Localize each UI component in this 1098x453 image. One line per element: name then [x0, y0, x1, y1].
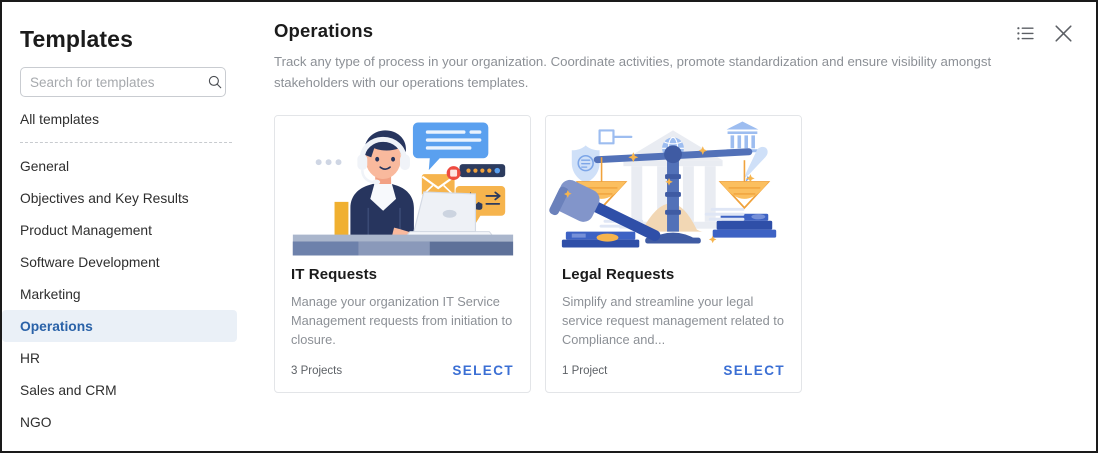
card-footer: 1 Project SELECT — [546, 363, 801, 392]
select-button[interactable]: SELECT — [723, 363, 785, 378]
header-actions — [1014, 22, 1074, 44]
template-card[interactable]: Legal Requests Simplify and streamline y… — [545, 115, 802, 393]
card-title: IT Requests — [291, 266, 378, 283]
template-card[interactable]: IT Requests Manage your organization IT … — [274, 115, 531, 393]
page-title: Templates — [20, 26, 133, 52]
card-body: IT Requests Manage your organization IT … — [275, 256, 530, 363]
sidebar-item-sales-and-crm[interactable]: Sales and CRM — [20, 382, 117, 398]
sidebar-item-objectives-and-key-results[interactable]: Objectives and Key Results — [20, 190, 189, 206]
sidebar-item-all-templates[interactable]: All templates — [20, 111, 99, 127]
project-count: 1 Project — [562, 364, 608, 377]
template-card-list: IT Requests Manage your organization IT … — [274, 115, 1074, 393]
legal-scales-illustration — [546, 116, 801, 256]
main-panel: Operations Track any type of process in … — [250, 2, 1096, 451]
sidebar-item-software-development[interactable]: Software Development — [20, 254, 160, 270]
sidebar-item-operations[interactable]: Operations — [2, 310, 237, 342]
nav-divider — [20, 142, 232, 143]
select-button[interactable]: SELECT — [452, 363, 514, 378]
section-description: Track any type of process in your organi… — [274, 54, 992, 90]
sidebar-item-marketing[interactable]: Marketing — [20, 286, 81, 302]
sidebar-item-hr[interactable]: HR — [20, 350, 40, 366]
card-description: Manage your organization IT Service Mana… — [291, 294, 513, 347]
sidebar-item-product-management[interactable]: Product Management — [20, 222, 152, 238]
main-header: Operations Track any type of process in … — [274, 20, 1074, 93]
sidebar-item-ngo[interactable]: NGO — [20, 414, 52, 430]
card-footer: 3 Projects SELECT — [275, 363, 530, 392]
close-button[interactable] — [1052, 22, 1074, 44]
project-count: 3 Projects — [291, 364, 343, 377]
list-view-button[interactable] — [1014, 22, 1036, 44]
close-icon — [1054, 24, 1072, 42]
card-title: Legal Requests — [562, 266, 675, 283]
support-agent-illustration — [275, 116, 530, 256]
search-input[interactable] — [30, 74, 207, 90]
sidebar-item-general[interactable]: General — [20, 158, 70, 174]
sidebar: Templates All templates GeneralObjective… — [2, 2, 251, 451]
card-body: Legal Requests Simplify and streamline y… — [546, 256, 801, 363]
section-title: Operations — [274, 20, 374, 41]
list-view-icon — [1016, 26, 1034, 40]
card-description: Simplify and streamline your legal servi… — [562, 294, 784, 347]
search-icon — [208, 75, 222, 89]
search-box[interactable] — [20, 67, 226, 97]
